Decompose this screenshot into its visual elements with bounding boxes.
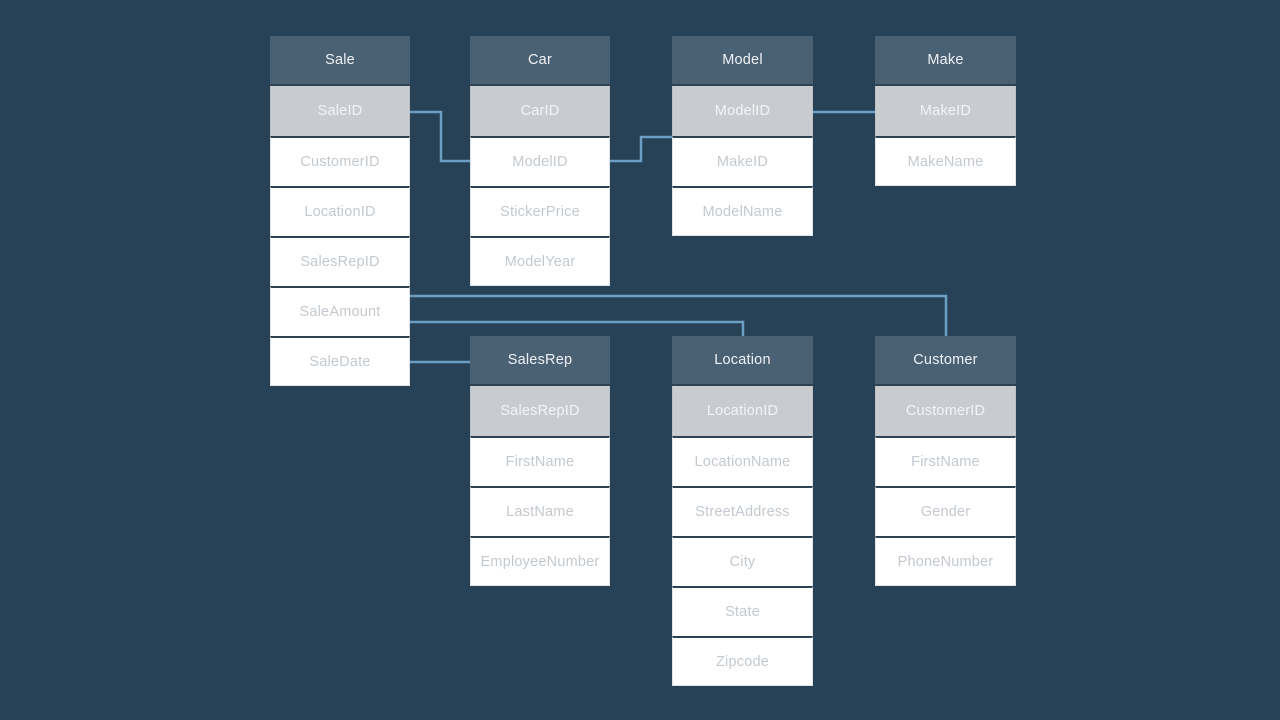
entity-title-customer: Customer	[875, 336, 1016, 386]
field-salesrep-firstname[interactable]: FirstName	[470, 436, 610, 486]
entity-title-salesrep: SalesRep	[470, 336, 610, 386]
field-location-locationid[interactable]: LocationID	[672, 386, 813, 436]
connector-sale-locationid-to-location	[410, 320, 745, 336]
field-sale-locationid[interactable]: LocationID	[270, 186, 410, 236]
field-location-locationname[interactable]: LocationName	[672, 436, 813, 486]
entity-title-make: Make	[875, 36, 1016, 86]
field-location-streetaddress[interactable]: StreetAddress	[672, 486, 813, 536]
field-sale-saleid[interactable]: SaleID	[270, 86, 410, 136]
field-sale-customerid[interactable]: CustomerID	[270, 136, 410, 186]
entity-title-car: Car	[470, 36, 610, 86]
field-sale-salesrepid[interactable]: SalesRepID	[270, 236, 410, 286]
field-salesrep-salesrepid[interactable]: SalesRepID	[470, 386, 610, 436]
field-location-city[interactable]: City	[672, 536, 813, 586]
field-car-modelid[interactable]: ModelID	[470, 136, 610, 186]
entity-title-sale: Sale	[270, 36, 410, 86]
field-make-makeid[interactable]: MakeID	[875, 86, 1016, 136]
entity-title-model: Model	[672, 36, 813, 86]
connector-car-modelid-to-sale-saleid	[410, 110, 470, 163]
field-customer-firstname[interactable]: FirstName	[875, 436, 1016, 486]
field-car-carid[interactable]: CarID	[470, 86, 610, 136]
field-model-modelname[interactable]: ModelName	[672, 186, 813, 236]
field-customer-phonenumber[interactable]: PhoneNumber	[875, 536, 1016, 586]
field-location-state[interactable]: State	[672, 586, 813, 636]
field-location-zipcode[interactable]: Zipcode	[672, 636, 813, 686]
field-car-stickerprice[interactable]: StickerPrice	[470, 186, 610, 236]
connector-car-modelid-to-model-modelid	[610, 135, 672, 163]
field-model-modelid[interactable]: ModelID	[672, 86, 813, 136]
field-model-makeid[interactable]: MakeID	[672, 136, 813, 186]
field-salesrep-lastname[interactable]: LastName	[470, 486, 610, 536]
entity-title-location: Location	[672, 336, 813, 386]
field-customer-gender[interactable]: Gender	[875, 486, 1016, 536]
connector-sale-customerid-to-customer	[410, 294, 948, 336]
field-car-modelyear[interactable]: ModelYear	[470, 236, 610, 286]
field-make-makename[interactable]: MakeName	[875, 136, 1016, 186]
field-customer-customerid[interactable]: CustomerID	[875, 386, 1016, 436]
field-sale-saleamount[interactable]: SaleAmount	[270, 286, 410, 336]
field-sale-saledate[interactable]: SaleDate	[270, 336, 410, 386]
field-salesrep-employeenumber[interactable]: EmployeeNumber	[470, 536, 610, 586]
